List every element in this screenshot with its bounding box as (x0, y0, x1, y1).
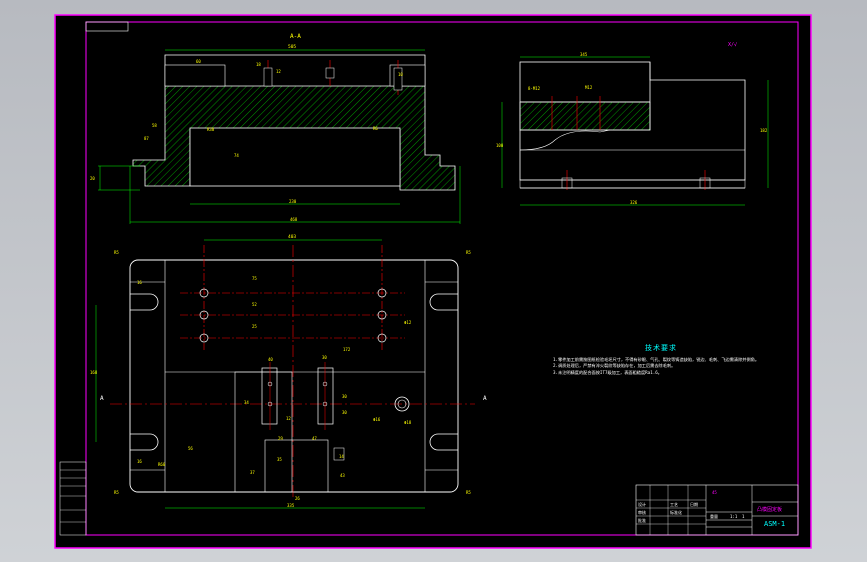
dim-m12: M12 (585, 85, 593, 90)
dim-30c: 30 (342, 410, 347, 415)
dim-18: 18 (256, 62, 261, 67)
side-view: X/√ 345 8-M12 M12 182 100 326 (496, 42, 769, 206)
dim-26: 26 (295, 496, 300, 501)
dim-468: 468 (290, 217, 298, 222)
dim-12: 12 (286, 416, 291, 421)
dim-74: 74 (234, 153, 239, 158)
note-line-1: 1.零件加工前需按图纸检验毛坯尺寸，不得有砂眼、气孔、裂纹等铸造缺陷，锐边、毛刺… (553, 356, 760, 362)
dim-172: 172 (343, 347, 351, 352)
dim-r60: R60 (158, 462, 166, 467)
slot-top-left (130, 293, 159, 311)
dim-slot-16: 16 (137, 280, 142, 285)
slot-top-right (429, 293, 458, 311)
dim-168: 168 (90, 370, 98, 375)
dim-10: 10 (398, 72, 403, 77)
side-outline (519, 62, 746, 181)
dim-34: 34 (244, 400, 249, 405)
dim-r5-tr: R5 (466, 250, 471, 255)
dim-403: 403 (288, 234, 296, 240)
approver-label: 批准 (638, 518, 646, 523)
notes-title: 技术要求 (645, 344, 677, 352)
dim-25: 25 (252, 324, 257, 329)
note-line-3: 3.未注明精度的配合面按IT7级加工，表面粗糙度Ra1.6。 (553, 369, 662, 375)
dim-phi12: Φ12 (404, 320, 412, 325)
material: 45 (712, 490, 717, 495)
dim-56: 56 (188, 446, 193, 451)
dim-100: 100 (496, 143, 504, 148)
dim-345: 345 (580, 52, 588, 57)
surface-mark: X/√ (728, 42, 737, 48)
plan-view: 403 R5 R5 R5 R5 16 16 75 52 25 Φ12 Φ16 Φ… (90, 234, 487, 509)
section-left-step (164, 64, 226, 87)
dim-58: 58 (152, 123, 157, 128)
dim-r5-bl: R5 (114, 490, 119, 495)
cut-label-left: A (100, 395, 104, 402)
slot-bottom-right (429, 433, 458, 451)
dim-60: 60 (196, 59, 201, 64)
corner-tag (85, 21, 129, 32)
dim-52: 52 (252, 302, 257, 307)
note-line-2: 2.调质处理后，严禁有淬火裂纹等缺陷存在，加工后需去除毛刺。 (553, 363, 676, 369)
dim-47: 47 (312, 436, 317, 441)
section-view-a-a: A-A 505 60 18 12 10 58 87 R38 74 R6 20 2… (90, 33, 461, 224)
dim-75: 75 (252, 276, 257, 281)
process-label: 工艺 (670, 502, 678, 507)
dim-8-m12: 8-M12 (528, 86, 541, 91)
dim-r5-tl: R5 (114, 250, 119, 255)
weight-label: 重量 (710, 514, 718, 519)
dim-30b: 30 (342, 394, 347, 399)
standard-label: 标准化 (670, 510, 682, 515)
dim-37: 37 (250, 470, 255, 475)
sheet: 1 (742, 514, 745, 519)
dim-326: 326 (630, 200, 638, 205)
dim-87: 87 (144, 136, 149, 141)
section-pocket (189, 127, 401, 187)
inner-frame (85, 21, 799, 536)
dim-335: 335 (287, 503, 295, 508)
section-title: A-A (290, 33, 301, 40)
scale: 1:1 (730, 514, 738, 519)
date-label: 日期 (690, 502, 698, 507)
dim-r6: R6 (373, 126, 378, 131)
dim-r38: R38 (207, 127, 215, 132)
dim-35: 35 (277, 457, 282, 462)
dim-29: 29 (278, 436, 283, 441)
dim-182: 182 (760, 128, 768, 133)
technical-notes: 技术要求 1.零件加工前需按图纸检验毛坯尺寸，不得有砂眼、气孔、裂纹等铸造缺陷，… (553, 345, 773, 376)
dim-14: 14 (339, 454, 344, 459)
dim-40: 40 (268, 357, 273, 362)
dim-phi18: Φ18 (404, 420, 412, 425)
dim-20: 20 (90, 176, 95, 181)
left-stamp-table (59, 461, 87, 536)
dim-slot-16b: 16 (137, 459, 142, 464)
designer-label: 设计 (638, 502, 646, 507)
dim-505: 505 (288, 44, 296, 50)
slot-bottom-left (130, 433, 159, 451)
cut-label-right: A (483, 395, 487, 402)
dim-230: 230 (289, 199, 297, 204)
dim-12: 12 (276, 69, 281, 74)
side-hatch (519, 101, 651, 131)
dim-r5-br: R5 (466, 490, 471, 495)
dim-30a: 30 (322, 355, 327, 360)
dim-43: 43 (340, 473, 345, 478)
drawing-number: ASM-1 (764, 520, 786, 528)
dim-phi16: Φ16 (373, 417, 381, 422)
part-name: 凸模固定板 (757, 507, 783, 513)
title-block (635, 484, 799, 536)
checker-label: 审核 (638, 510, 646, 515)
